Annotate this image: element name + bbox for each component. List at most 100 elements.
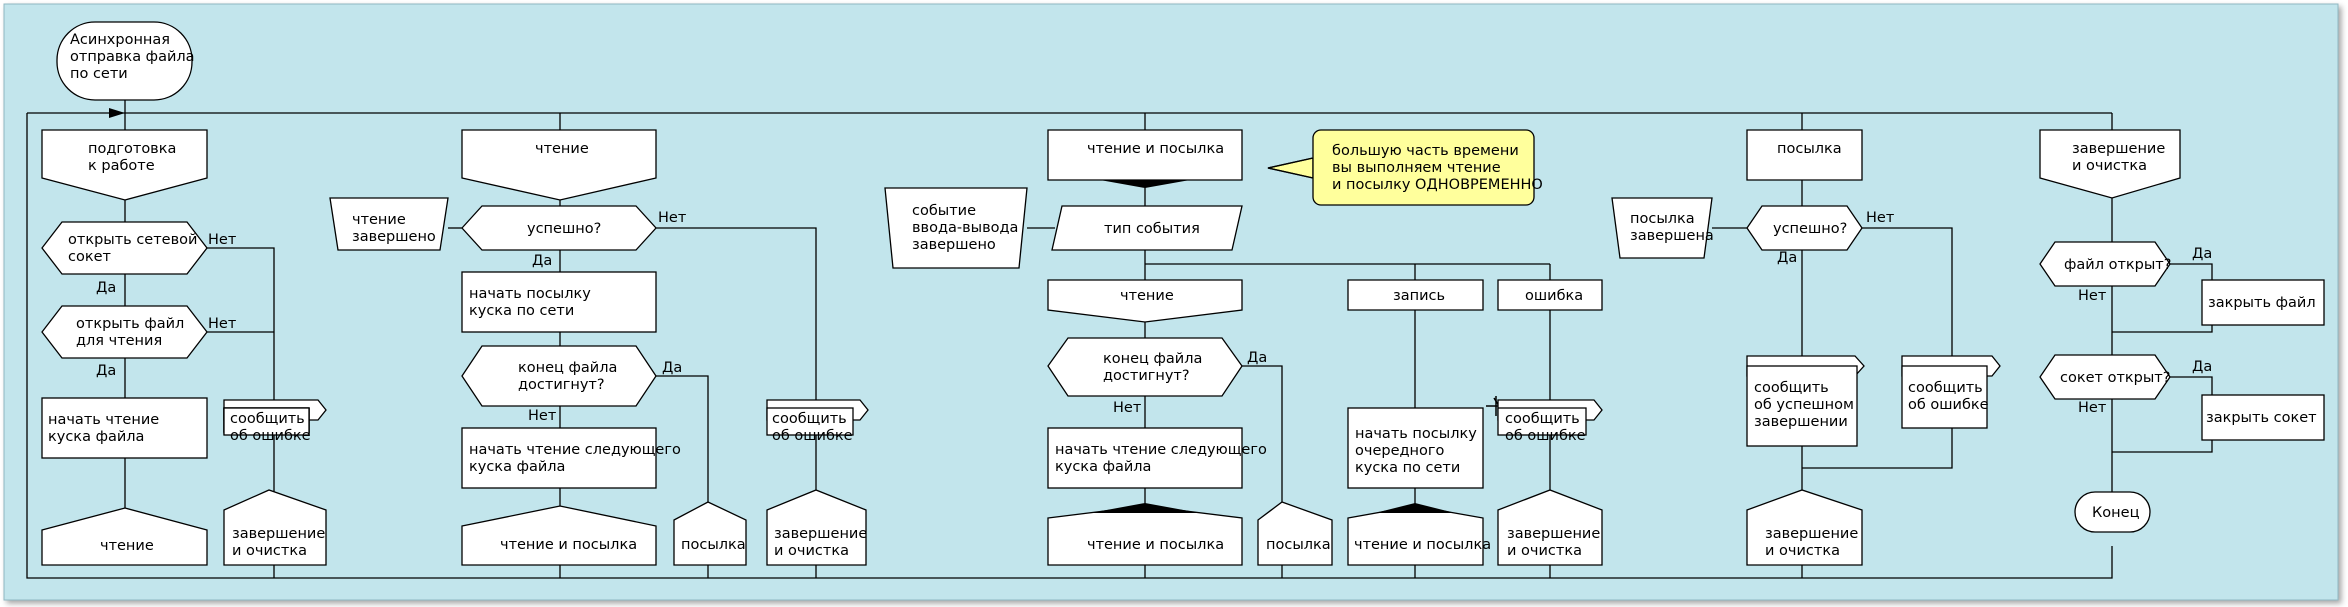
label-no: Нет [208, 316, 237, 332]
send-header[interactable]: посылка [1746, 129, 1863, 181]
cleanup-question-file[interactable]: файл открыт? [2039, 241, 2171, 287]
label-no: Нет [2078, 400, 2107, 416]
label-yes: Да [96, 363, 116, 379]
read-send-case-error[interactable]: ошибка [1497, 279, 1603, 311]
read-send-type-select[interactable]: тип события [1051, 205, 1243, 251]
svg-text:ошибка: ошибка [1525, 288, 1583, 304]
svg-text:успешно?: успешно? [1773, 221, 1847, 237]
label-no: Нет [208, 232, 237, 248]
cleanup-close-socket[interactable]: закрыть сокет [2201, 394, 2325, 441]
svg-text:посылка: посылка [1266, 537, 1331, 553]
label-yes: Да [662, 360, 682, 376]
end-node[interactable]: Конец [2074, 491, 2151, 533]
svg-text:файл открыт?: файл открыт? [2064, 257, 2171, 273]
label-yes: Да [1247, 350, 1267, 366]
label-no: Нет [2078, 288, 2107, 304]
cleanup-question-socket[interactable]: сокет открыт? [2039, 354, 2171, 400]
svg-text:посылка: посылка [681, 537, 746, 553]
svg-text:посылка: посылка [1777, 141, 1842, 157]
read-header[interactable]: чтение [461, 129, 657, 201]
svg-text:тип события: тип события [1104, 221, 1200, 237]
read-send-goto-send[interactable]: посылка [1257, 501, 1333, 566]
svg-text:чтение: чтение [100, 538, 154, 554]
svg-text:чтение и посылка: чтение и посылка [1354, 537, 1491, 553]
entry-arrow-icon [109, 108, 125, 118]
label-no: Нет [1866, 210, 1895, 226]
read-question-ok[interactable]: успешно? [461, 205, 657, 251]
svg-text:закрыть сокет: закрыть сокет [2206, 410, 2317, 426]
svg-text:Конец: Конец [2092, 505, 2140, 521]
send-question-ok[interactable]: успешно? [1746, 205, 1863, 251]
svg-text:чтение и посылка: чтение и посылка [1087, 537, 1224, 553]
label-yes: Да [532, 253, 552, 269]
read-send-goto-read-send-1[interactable]: чтение и посылка [1047, 503, 1243, 566]
label-no: Нет [658, 210, 687, 226]
svg-text:чтение: чтение [1120, 288, 1174, 304]
read-goto-send[interactable]: посылка [673, 501, 747, 566]
read-send-case-write[interactable]: запись [1347, 279, 1484, 311]
read-send-goto-read-send-2[interactable]: чтение и посылка [1347, 503, 1491, 566]
svg-text:чтение: чтение [535, 141, 589, 157]
prepare-goto-read[interactable]: чтение [41, 507, 208, 566]
label-yes: Да [2192, 359, 2212, 375]
read-send-case-read[interactable]: чтение [1047, 279, 1243, 323]
cleanup-close-file[interactable]: закрыть файл [2201, 279, 2325, 326]
label-yes: Да [1777, 250, 1797, 266]
branch-labels: Нет Да Нет Да Нет Да Да Нет Да Нет Нет Д… [96, 210, 2212, 424]
read-goto-read-send[interactable]: чтение и посылка [461, 505, 657, 566]
svg-text:успешно?: успешно? [527, 221, 601, 237]
svg-text:сокет открыт?: сокет открыт? [2060, 370, 2170, 386]
label-yes: Да [2192, 246, 2212, 262]
read-send-header[interactable]: чтение и посылка [1047, 129, 1243, 188]
svg-text:чтение и посылка: чтение и посылка [500, 537, 637, 553]
